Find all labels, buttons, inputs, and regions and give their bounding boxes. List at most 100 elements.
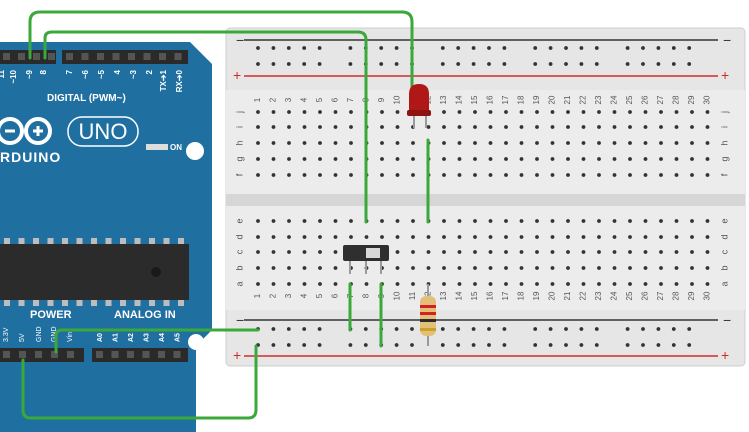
header-hole[interactable] <box>35 351 42 358</box>
terminal-hole[interactable] <box>380 141 384 145</box>
terminal-hole[interactable] <box>581 110 586 114</box>
rail-hole[interactable] <box>502 46 507 50</box>
rail-hole[interactable] <box>671 327 676 331</box>
terminal-hole[interactable] <box>411 266 415 270</box>
terminal-hole[interactable] <box>581 235 586 239</box>
terminal-hole[interactable] <box>302 157 307 161</box>
terminal-hole[interactable] <box>705 250 710 254</box>
terminal-hole[interactable] <box>566 173 570 177</box>
rail-hole[interactable] <box>410 343 414 347</box>
terminal-hole[interactable] <box>473 282 477 286</box>
terminal-hole[interactable] <box>705 157 710 161</box>
terminal-hole[interactable] <box>457 157 462 161</box>
terminal-hole[interactable] <box>473 173 477 177</box>
terminal-hole[interactable] <box>705 235 710 239</box>
terminal-hole[interactable] <box>504 110 508 114</box>
terminal-hole[interactable] <box>302 250 307 254</box>
terminal-hole[interactable] <box>488 266 493 270</box>
terminal-hole[interactable] <box>519 157 524 161</box>
rail-hole[interactable] <box>564 327 568 331</box>
terminal-hole[interactable] <box>395 110 400 114</box>
terminal-hole[interactable] <box>256 157 260 161</box>
rail-hole[interactable] <box>286 343 291 347</box>
rail-hole[interactable] <box>302 327 307 331</box>
terminal-hole[interactable] <box>519 235 524 239</box>
rail-hole[interactable] <box>348 343 353 347</box>
rail-hole[interactable] <box>487 343 491 347</box>
terminal-hole[interactable] <box>411 250 415 254</box>
terminal-hole[interactable] <box>566 266 570 270</box>
terminal-hole[interactable] <box>643 110 648 114</box>
terminal-hole[interactable] <box>612 219 617 223</box>
terminal-hole[interactable] <box>597 235 601 239</box>
terminal-hole[interactable] <box>333 157 338 161</box>
terminal-hole[interactable] <box>690 250 694 254</box>
rail-hole[interactable] <box>487 327 491 331</box>
terminal-hole[interactable] <box>581 266 586 270</box>
header-hole[interactable] <box>18 53 25 60</box>
rail-hole[interactable] <box>302 46 307 50</box>
terminal-hole[interactable] <box>643 282 648 286</box>
terminal-hole[interactable] <box>674 235 679 239</box>
terminal-hole[interactable] <box>411 282 415 286</box>
terminal-hole[interactable] <box>659 173 663 177</box>
wires[interactable] <box>21 10 430 420</box>
terminal-hole[interactable] <box>597 110 601 114</box>
terminal-hole[interactable] <box>519 250 524 254</box>
terminal-hole[interactable] <box>442 157 446 161</box>
rail-hole[interactable] <box>471 46 476 50</box>
rail-hole[interactable] <box>579 343 584 347</box>
terminal-hole[interactable] <box>442 266 446 270</box>
terminal-hole[interactable] <box>659 125 663 129</box>
terminal-hole[interactable] <box>457 250 462 254</box>
terminal-hole[interactable] <box>690 266 694 270</box>
terminal-hole[interactable] <box>488 141 493 145</box>
rail-hole[interactable] <box>394 46 399 50</box>
terminal-hole[interactable] <box>612 250 617 254</box>
rail-hole[interactable] <box>548 46 553 50</box>
rail-hole[interactable] <box>625 327 630 331</box>
terminal-hole[interactable] <box>287 266 291 270</box>
terminal-hole[interactable] <box>581 173 586 177</box>
terminal-hole[interactable] <box>442 173 446 177</box>
terminal-hole[interactable] <box>550 125 555 129</box>
terminal-hole[interactable] <box>612 110 617 114</box>
terminal-hole[interactable] <box>457 173 462 177</box>
terminal-hole[interactable] <box>643 157 648 161</box>
terminal-hole[interactable] <box>597 250 601 254</box>
header-hole[interactable] <box>112 53 120 60</box>
rail-hole[interactable] <box>579 46 584 50</box>
terminal-hole[interactable] <box>395 157 400 161</box>
header-hole[interactable] <box>66 53 73 60</box>
rail-hole[interactable] <box>671 343 676 347</box>
terminal-hole[interactable] <box>597 282 601 286</box>
terminal-hole[interactable] <box>380 125 384 129</box>
header-hole[interactable] <box>142 351 150 358</box>
terminal-hole[interactable] <box>318 250 322 254</box>
terminal-hole[interactable] <box>550 141 555 145</box>
terminal-hole[interactable] <box>333 266 338 270</box>
terminal-hole[interactable] <box>690 173 694 177</box>
rail-hole[interactable] <box>471 327 476 331</box>
rail-hole[interactable] <box>394 327 399 331</box>
terminal-hole[interactable] <box>302 141 307 145</box>
terminal-hole[interactable] <box>566 141 570 145</box>
digital-header-right[interactable] <box>62 50 188 64</box>
rail-hole[interactable] <box>671 62 676 66</box>
terminal-hole[interactable] <box>411 141 415 145</box>
terminal-hole[interactable] <box>411 157 415 161</box>
rail-hole[interactable] <box>440 343 445 347</box>
terminal-hole[interactable] <box>318 110 322 114</box>
terminal-hole[interactable] <box>643 141 648 145</box>
rail-hole[interactable] <box>502 62 507 66</box>
terminal-hole[interactable] <box>674 157 679 161</box>
resistor[interactable] <box>420 284 436 346</box>
terminal-hole[interactable] <box>349 141 353 145</box>
terminal-hole[interactable] <box>597 125 601 129</box>
terminal-hole[interactable] <box>349 235 353 239</box>
terminal-hole[interactable] <box>442 110 446 114</box>
terminal-hole[interactable] <box>550 219 555 223</box>
terminal-hole[interactable] <box>457 125 462 129</box>
header-hole[interactable] <box>127 351 134 358</box>
terminal-hole[interactable] <box>256 219 260 223</box>
